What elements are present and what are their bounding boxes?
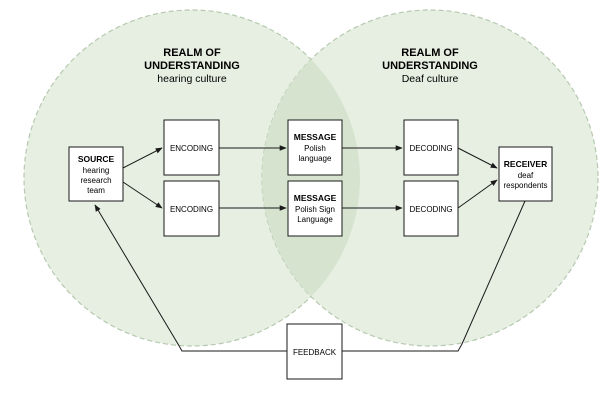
receiver-line1: deaf — [518, 171, 534, 180]
encoding-bottom-box — [163, 180, 220, 237]
feedback-title: FEEDBACK — [293, 348, 337, 357]
right-realm-title-line2: UNDERSTANDING — [382, 60, 478, 72]
receiver-box — [498, 146, 553, 202]
source-line1: hearing — [83, 166, 110, 175]
line-receiver-to-feedback — [342, 200, 526, 352]
receiver-line2: respondents — [503, 181, 547, 190]
encoding-top-box — [163, 119, 220, 176]
message-bottom-line1: Polish Sign — [295, 205, 335, 214]
encoding-top-title: ENCODING — [170, 144, 213, 153]
right-realm-circle — [261, 9, 599, 347]
arrow-source-to-encoding-top — [122, 147, 163, 169]
decoding-top-box — [403, 119, 459, 176]
decoding-bottom-box — [403, 180, 459, 237]
left-realm-title-line2: UNDERSTANDING — [144, 60, 240, 72]
message-bottom-box — [287, 180, 343, 237]
message-bottom-title: MESSAGE — [294, 193, 337, 203]
decoding-bottom-title: DECODING — [409, 205, 452, 214]
receiver-title: RECEIVER — [504, 159, 547, 169]
source-title: SOURCE — [78, 154, 115, 164]
message-top-line1: Polish — [304, 144, 326, 153]
source-line2: research — [80, 176, 111, 185]
left-realm-subtitle: hearing culture — [157, 73, 227, 85]
left-realm-title-line1: REALM OF — [163, 47, 221, 59]
encoding-bottom-title: ENCODING — [170, 205, 213, 214]
feedback-box — [286, 323, 343, 380]
right-realm-title-line1: REALM OF — [401, 47, 459, 59]
message-bottom-line2: Language — [297, 215, 333, 224]
decoding-top-title: DECODING — [409, 144, 452, 153]
message-top-line2: language — [299, 154, 332, 163]
arrow-decoding-top-to-receiver — [457, 147, 498, 169]
message-top-box — [287, 119, 343, 176]
arrow-decoding-bottom-to-receiver — [457, 179, 498, 209]
source-box — [68, 146, 124, 202]
source-line3: team — [87, 186, 105, 195]
right-realm-subtitle: Deaf culture — [402, 73, 459, 85]
arrow-feedback-to-source — [94, 204, 287, 352]
message-top-title: MESSAGE — [294, 132, 337, 142]
arrow-source-to-encoding-bottom — [122, 181, 163, 209]
